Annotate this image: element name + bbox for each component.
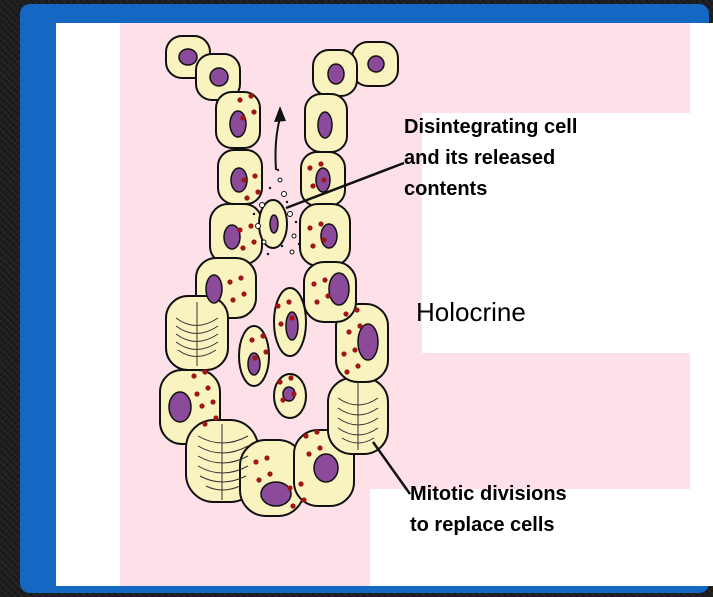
label-line: contents [404, 174, 577, 205]
right-duct-cells [300, 42, 398, 266]
nucleus [179, 49, 197, 65]
acinus-cells [160, 258, 388, 516]
holocrine-label: Holocrine [416, 297, 526, 327]
leader-line-mitotic [373, 442, 410, 494]
disintegrating-cell-label: Disintegrating cell and its released con… [404, 112, 577, 205]
nucleus [329, 273, 349, 305]
nucleus [321, 224, 337, 248]
mitotic-divisions-label: Mitotic divisions to replace cells [410, 479, 567, 541]
nucleus [368, 56, 384, 72]
nucleus [210, 68, 228, 86]
nucleus [358, 324, 378, 360]
secretion-arrow-icon [274, 106, 286, 170]
nucleus [224, 225, 240, 249]
label-line: and its released [404, 143, 577, 174]
label-line: to replace cells [410, 510, 567, 541]
nucleus [318, 112, 332, 138]
label-line: Mitotic divisions [410, 479, 567, 510]
nucleus [169, 392, 191, 422]
nucleus [230, 111, 246, 137]
nucleus [314, 454, 338, 482]
nucleus [328, 64, 344, 84]
nucleus [261, 482, 291, 506]
nucleus [270, 215, 278, 233]
label-line: Disintegrating cell [404, 112, 577, 143]
nucleus [206, 275, 222, 303]
